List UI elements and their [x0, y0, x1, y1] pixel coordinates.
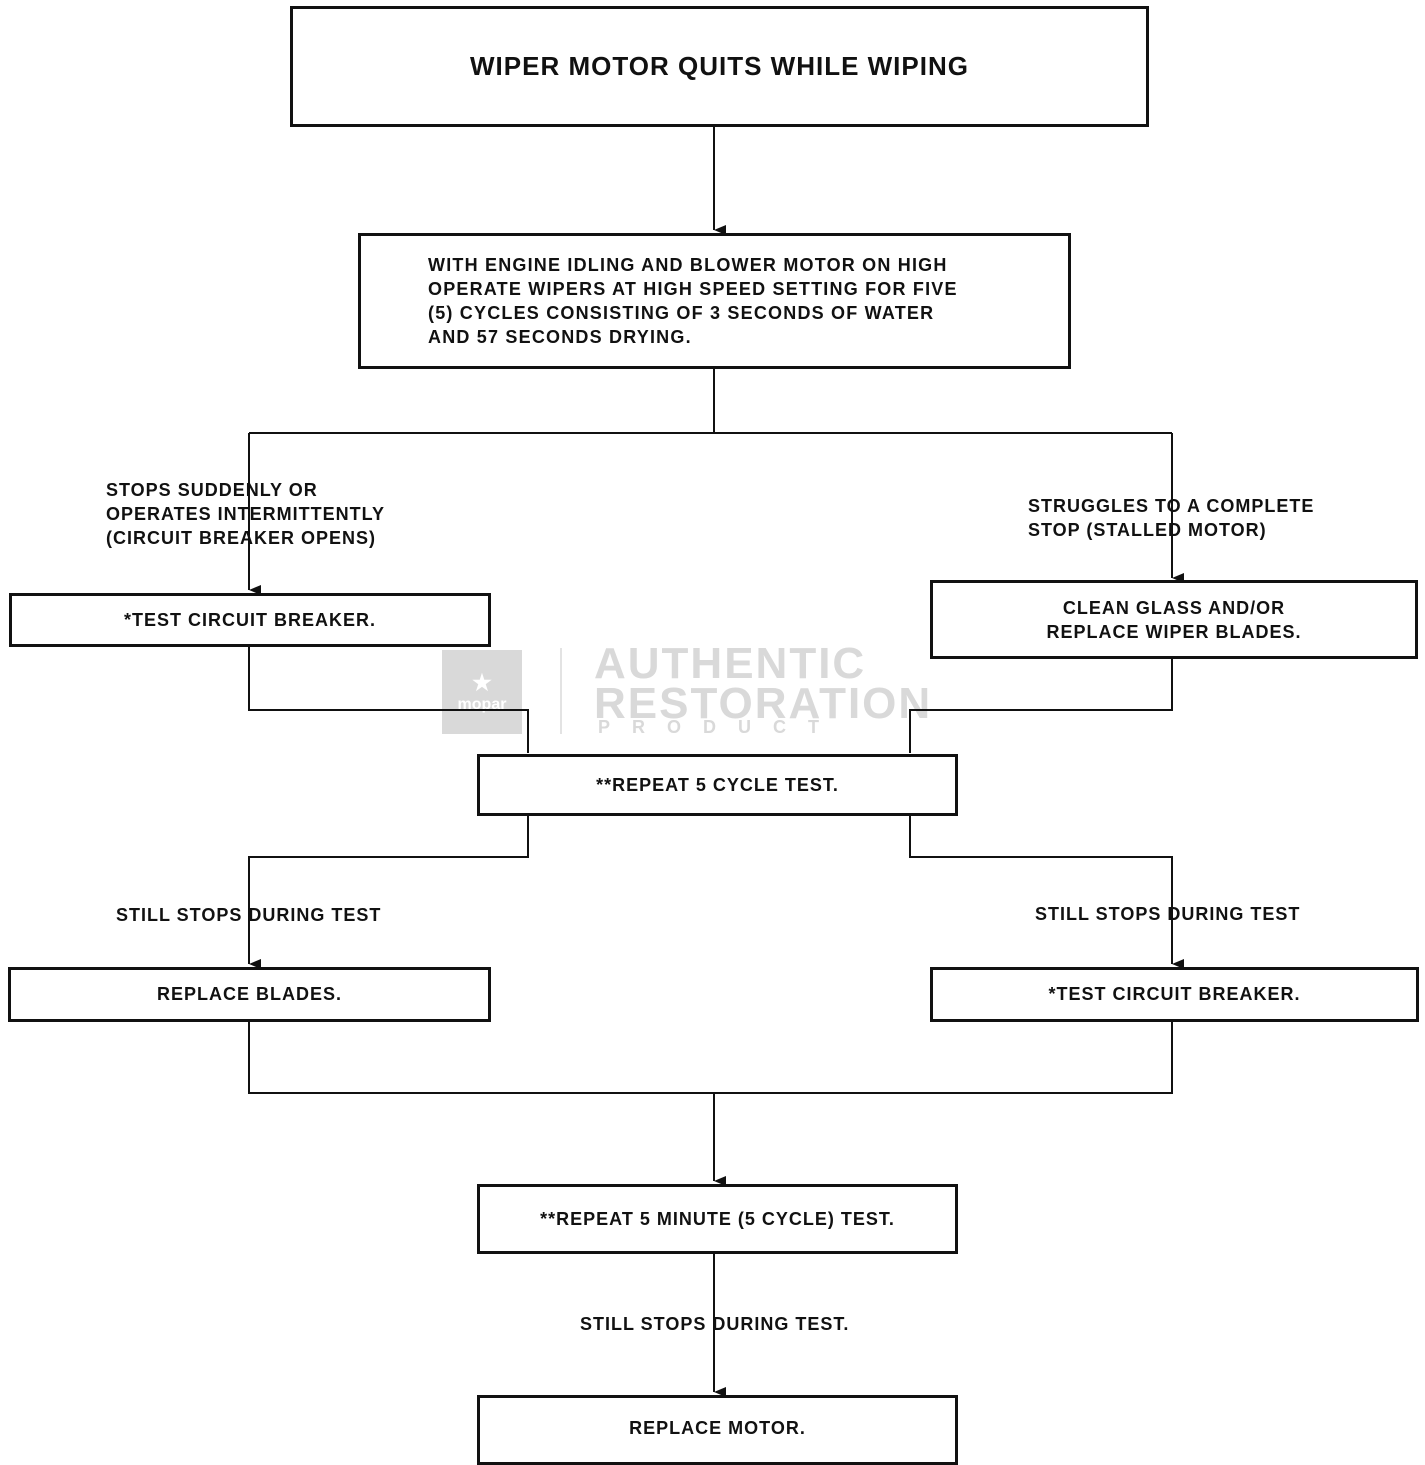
- watermark-line-3: PRODUCT: [598, 717, 841, 737]
- node-test-breaker-2-text: *TEST CIRCUIT BREAKER.: [1048, 984, 1301, 1004]
- node-clean-glass-text: CLEAN GLASS AND/OR REPLACE WIPER BLADES.: [1046, 597, 1302, 642]
- node-procedure: WITH ENGINE IDLING AND BLOWER MOTOR ON H…: [358, 233, 1071, 369]
- node-test-breaker-1-text: *TEST CIRCUIT BREAKER.: [123, 609, 376, 630]
- node-replace-motor: REPLACE MOTOR.: [477, 1395, 958, 1465]
- node-repeat-5-minute: **REPEAT 5 MINUTE (5 CYCLE) TEST.: [477, 1184, 958, 1254]
- node-test-breaker-2: *TEST CIRCUIT BREAKER.: [930, 967, 1419, 1022]
- node-replace-blades-text: REPLACE BLADES.: [156, 984, 342, 1004]
- edge-label-still-stops-right: STILL STOPS DURING TEST: [1035, 904, 1301, 924]
- node-test-breaker-1: *TEST CIRCUIT BREAKER.: [9, 593, 491, 647]
- node-repeat-5-cycle: **REPEAT 5 CYCLE TEST.: [477, 754, 958, 816]
- node-replace-blades: REPLACE BLADES.: [8, 967, 491, 1022]
- watermark-line-2: RESTORATION: [594, 679, 933, 728]
- node-clean-glass: CLEAN GLASS AND/OR REPLACE WIPER BLADES.: [930, 580, 1418, 659]
- edge-label-stops-suddenly: STOPS SUDDENLY OR OPERATES INTERMITTENTL…: [106, 480, 386, 548]
- edge-label-still-stops-left: STILL STOPS DURING TEST: [116, 905, 382, 925]
- watermark-divider: [560, 648, 562, 734]
- node-repeat-5-cycle-text: **REPEAT 5 CYCLE TEST.: [596, 774, 839, 795]
- mopar-logo-icon: ★ mopar: [442, 650, 522, 734]
- edge-label-struggles: STRUGGLES TO A COMPLETE STOP (STALLED MO…: [1028, 496, 1315, 540]
- edge-label-still-stops-final: STILL STOPS DURING TEST.: [580, 1314, 850, 1334]
- node-replace-motor-text: REPLACE MOTOR.: [629, 1418, 806, 1438]
- edge-to-test-breaker-2: [909, 815, 1184, 969]
- node-repeat-5-minute-text: **REPEAT 5 MINUTE (5 CYCLE) TEST.: [540, 1208, 895, 1229]
- edge-to-replace-blades: [248, 815, 529, 969]
- node-start: WIPER MOTOR QUITS WHILE WIPING: [290, 6, 1149, 127]
- node-start-text: WIPER MOTOR QUITS WHILE WIPING: [470, 51, 969, 81]
- node-procedure-text: WITH ENGINE IDLING AND BLOWER MOTOR ON H…: [428, 255, 958, 347]
- watermark-line-1: AUTHENTIC: [594, 639, 867, 688]
